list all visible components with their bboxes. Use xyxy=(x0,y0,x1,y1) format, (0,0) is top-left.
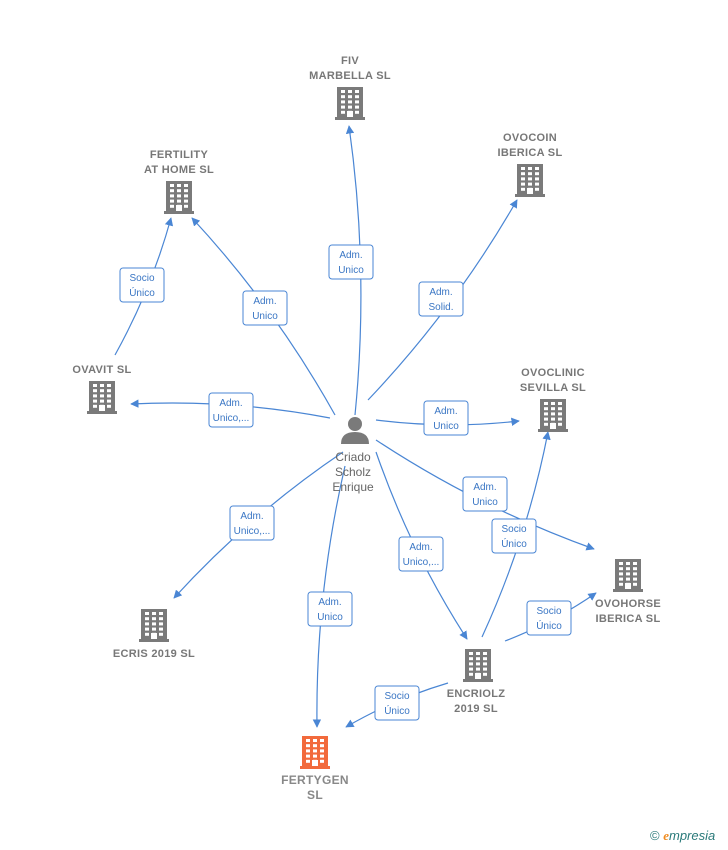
building-icon xyxy=(463,649,493,682)
company-name-label: SL xyxy=(307,788,323,802)
edge-label-box xyxy=(526,600,572,636)
edge-label-text: Unico xyxy=(472,497,498,508)
company-name-label: ENCRIOLZ xyxy=(447,688,506,700)
company-name-label: OVOCLINIC xyxy=(521,367,585,379)
edge-label-text: Unico,... xyxy=(213,413,250,424)
edge-label-text: Unico,... xyxy=(403,557,440,568)
building-icon xyxy=(515,164,545,197)
edge-label-box xyxy=(374,685,420,721)
edge-label-text: Adm. xyxy=(409,542,432,553)
edge-label-box xyxy=(208,392,254,428)
edge-label-text: Adm. xyxy=(429,287,452,298)
nodes-layer: FIV MARBELLA SL FERTILITY AT HOME SL OVOCOIN… xyxy=(72,55,661,802)
company-name-label: FERTILITY xyxy=(150,149,209,161)
edge-label-text: Unico xyxy=(317,612,343,623)
edge-label-box xyxy=(328,244,374,280)
edge-label[interactable]: Adm. Unico xyxy=(423,400,469,436)
company-node-fertility[interactable]: FERTILITY AT HOME SL xyxy=(144,149,214,214)
edge-label-text: Adm. xyxy=(339,250,362,261)
company-name-label: MARBELLA SL xyxy=(309,70,391,82)
person-name-label: Enrique xyxy=(332,480,374,494)
edge-label-text: Solid. xyxy=(428,302,453,313)
person-name-label: Criado xyxy=(335,450,371,464)
edge-label-text: Adm. xyxy=(253,296,276,307)
edge-label[interactable]: Adm. Unico,... xyxy=(208,392,254,428)
company-name-label: IBERICA SL xyxy=(498,147,563,159)
brand-initial: e xyxy=(663,828,669,843)
company-name-label: OVOCOIN xyxy=(503,132,557,144)
person-icon xyxy=(341,417,369,444)
edge-label-text: Único xyxy=(384,704,410,717)
edge-label-text: Adm. xyxy=(240,511,263,522)
brand-name: mpresia xyxy=(669,828,716,843)
edge-label[interactable]: Adm. Unico xyxy=(242,290,288,326)
company-node-fiv[interactable]: FIV MARBELLA SL xyxy=(309,55,391,120)
company-name-label: OVAVIT SL xyxy=(72,364,131,376)
building-icon xyxy=(335,87,365,120)
copyright-symbol: © xyxy=(650,828,660,843)
edge-label-text: Unico xyxy=(433,421,459,432)
building-icon xyxy=(139,609,169,642)
edge-label-box xyxy=(418,281,464,317)
edge-label-text: Adm. xyxy=(473,482,496,493)
edge-label-text: Único xyxy=(501,537,527,550)
edge-label-text: Socio xyxy=(536,606,561,617)
company-name-label: ECRIS 2019 SL xyxy=(113,648,195,660)
edge-label-text: Socio xyxy=(384,691,409,702)
edge-label[interactable]: Adm. Unico xyxy=(307,591,353,627)
company-name-label: AT HOME SL xyxy=(144,164,214,176)
company-name-label: IBERICA SL xyxy=(596,613,661,625)
company-node-encriolz[interactable]: ENCRIOLZ 2019 SL xyxy=(447,649,506,715)
edge-label-box xyxy=(307,591,353,627)
building-icon xyxy=(613,559,643,592)
company-name-label: SEVILLA SL xyxy=(520,382,586,394)
company-name-label: FIV xyxy=(341,55,359,67)
company-node-ovoclinic[interactable]: OVOCLINIC SEVILLA SL xyxy=(520,367,586,432)
edge-label[interactable]: Adm. Unico xyxy=(328,244,374,280)
empresia-watermark[interactable]: © empresia xyxy=(650,828,715,844)
company-node-ecris[interactable]: ECRIS 2019 SL xyxy=(113,609,195,660)
company-name-label: 2019 SL xyxy=(454,703,498,715)
company-node-ovohorse[interactable]: OVOHORSE IBERICA SL xyxy=(595,559,661,625)
edge-label-text: Unico,... xyxy=(234,526,271,537)
person-name-label: Scholz xyxy=(335,465,371,479)
edge-label-text: Único xyxy=(536,619,562,632)
edge-label-text: Adm. xyxy=(219,398,242,409)
company-node-ovavit[interactable]: OVAVIT SL xyxy=(72,364,131,414)
company-node-ovocoin[interactable]: OVOCOIN IBERICA SL xyxy=(498,132,563,197)
building-icon xyxy=(87,381,117,414)
company-name-label: FERTYGEN xyxy=(281,773,349,787)
edge-label[interactable]: Adm. Unico,... xyxy=(398,536,444,572)
edge-label-text: Unico xyxy=(338,265,364,276)
edge-label-text: Único xyxy=(129,286,155,299)
edge-label-text: Adm. xyxy=(318,597,341,608)
edge-label[interactable]: Adm. Solid. xyxy=(418,281,464,317)
edge-label-box xyxy=(242,290,288,326)
building-icon xyxy=(164,181,194,214)
edge-label[interactable]: Adm. Unico,... xyxy=(229,505,275,541)
building-icon xyxy=(538,399,568,432)
building-icon xyxy=(300,736,330,769)
edge-label-text: Socio xyxy=(129,273,154,284)
edge-label-box xyxy=(229,505,275,541)
edge-label-box xyxy=(491,518,537,554)
edge-label[interactable]: Adm. Unico xyxy=(462,476,508,512)
edge-label-box xyxy=(398,536,444,572)
edge-label-box xyxy=(462,476,508,512)
edge-label-box xyxy=(423,400,469,436)
edge-label-box xyxy=(119,267,165,303)
company-name-label: OVOHORSE xyxy=(595,598,661,610)
edge-label-text: Adm. xyxy=(434,406,457,417)
edge-labels-layer: Adm.UnicoAdm.UnicoAdm.Solid.SocioÚnicoAd… xyxy=(119,244,572,721)
edge-label-text: Unico xyxy=(252,311,278,322)
edge-label-text: Socio xyxy=(501,524,526,535)
